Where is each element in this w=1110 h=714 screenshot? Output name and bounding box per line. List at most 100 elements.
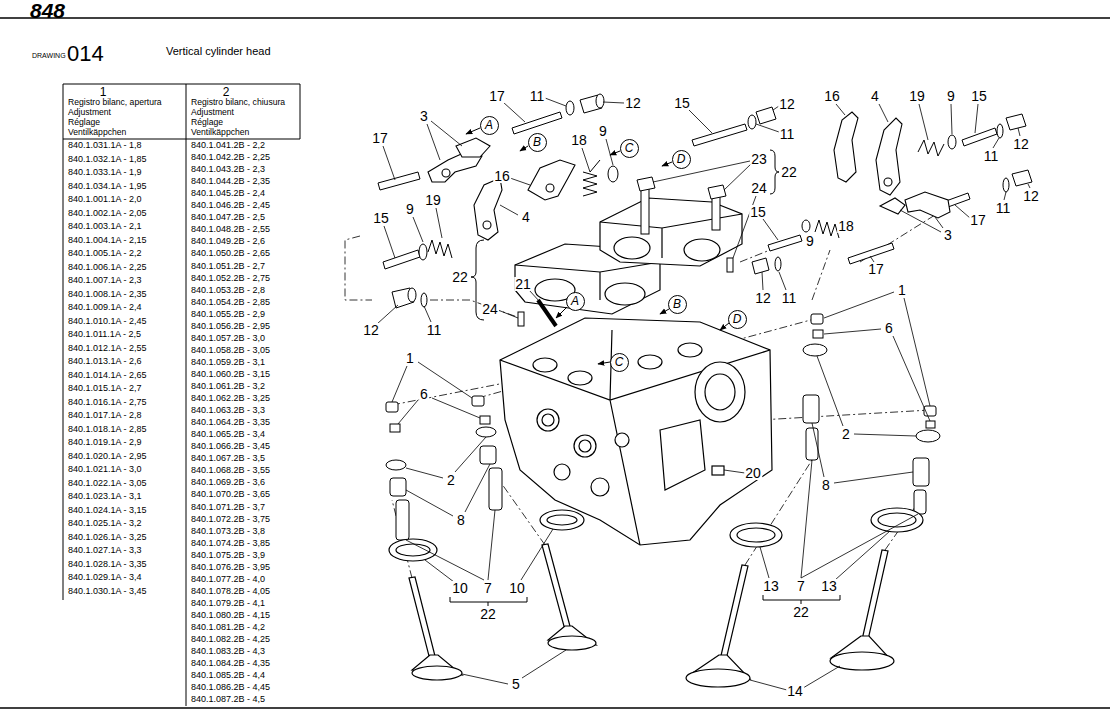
table-rule: [63, 139, 300, 140]
table-cell: 840.1.061.2B - 3,2: [191, 381, 265, 392]
bolt: [637, 177, 655, 191]
leader-line: [503, 98, 779, 185]
table-cell: 840.1.012.1A - 2,55: [68, 343, 147, 354]
valve-parts: [476, 427, 496, 437]
table-cell: 840.1.008.1A - 2,35: [68, 289, 147, 300]
table-cell: 840.1.044.2B - 2,35: [191, 176, 270, 187]
cylinder-head: [500, 318, 772, 545]
washer-plug: [596, 94, 604, 108]
valve-parts: [390, 478, 406, 496]
cylinder-head: [537, 409, 559, 431]
valve-seat: [871, 508, 923, 532]
table-cell: 840.1.020.1A - 2,95: [68, 451, 147, 462]
callout-number: 21: [514, 277, 532, 291]
shaft: [512, 112, 562, 134]
table-rule: [300, 84, 301, 139]
shaft: [692, 124, 747, 146]
washer-plug: [392, 94, 1032, 308]
callout-number: 9: [598, 124, 608, 138]
table-cell: 840.1.006.1A - 2,25: [68, 262, 147, 273]
washer-plug: [408, 288, 416, 302]
callout-number: 7: [483, 581, 493, 595]
callout-number: 7: [796, 579, 806, 593]
callout-number: 16: [823, 89, 841, 103]
table-rule: [63, 84, 300, 706]
table-rule: [186, 84, 187, 706]
table-cell: 840.1.003.1A - 2,1: [68, 221, 142, 232]
table-cell: 840.1.067.2B - 3,5: [191, 453, 265, 464]
rocker-arm: [546, 184, 554, 192]
table-cell: 840.1.077.2B - 4,0: [191, 574, 265, 585]
callout-number: 9: [946, 89, 956, 103]
letter-arrow: [556, 307, 567, 318]
valve-parts: [913, 458, 929, 486]
letter-arrow: [598, 362, 610, 364]
callout-number: 2: [841, 427, 851, 441]
reference-letter: D: [733, 313, 742, 325]
reference-circle: C: [610, 353, 629, 372]
spring: [428, 240, 452, 258]
washer-plug: [948, 135, 956, 149]
callout-number: 8: [456, 513, 466, 527]
callout-number: 22: [451, 270, 469, 284]
column-header: Adjustment: [191, 107, 234, 118]
valve-parts: [926, 421, 935, 428]
table-cell: 840.1.023.1A - 3,1: [68, 491, 142, 502]
valve: [542, 544, 571, 630]
table-cell: 840.1.064.2B - 3,35: [191, 417, 270, 428]
callout-number: 23: [750, 152, 768, 166]
table-cell: 840.1.051.2B - 2,7: [191, 261, 265, 272]
table-cell: 840.1.002.1A - 2,05: [68, 208, 147, 219]
table-cell: 840.1.045.2B - 2,4: [191, 188, 265, 199]
callout-number: 11: [995, 201, 1012, 215]
spring: [815, 220, 839, 238]
valve-parts: [386, 314, 940, 540]
callout-number: 13: [820, 579, 838, 593]
letter-arrow: [610, 151, 620, 155]
washer-plug: [752, 258, 769, 274]
leader-line: [406, 460, 918, 582]
callout-number: 15: [673, 96, 691, 110]
shaft: [383, 250, 420, 269]
callout-number: 12: [754, 291, 772, 305]
washer-plug: [566, 101, 574, 115]
table-cell: 840.1.059.2B - 3,1: [191, 357, 265, 368]
callout-number: 12: [1012, 137, 1030, 151]
valve-parts: [813, 330, 823, 338]
table-cell: 840.1.015.1A - 2,7: [68, 383, 142, 394]
table-cell: 840.1.004.1A - 2,15: [68, 235, 147, 246]
rocker-arm: [442, 169, 450, 177]
table-cell: 840.1.016.1A - 2,75: [68, 397, 147, 408]
table-cell: 840.1.046.2B - 2,45: [191, 200, 270, 211]
valve-seat: [878, 513, 916, 527]
callout-number: 16: [493, 169, 511, 183]
rocker-arm: [474, 178, 502, 240]
column-header: Registro bilanc, chiusura: [191, 97, 285, 108]
table-cell: 840.1.052.2B - 2,75: [191, 273, 270, 284]
leader-line: [870, 210, 943, 262]
leader-line: [392, 362, 745, 516]
bracket: [770, 150, 779, 194]
reference-circle: A: [480, 116, 499, 135]
valve-parts: [803, 395, 819, 423]
rocker-arm: [880, 198, 905, 214]
drawing-number: 014: [67, 43, 104, 65]
valve: [548, 636, 596, 650]
washer-plug: [1006, 114, 1026, 130]
table-cell: 840.1.005.1A - 2,2: [68, 248, 142, 259]
valve-parts: [386, 402, 398, 412]
page-rule: [0, 17, 1110, 19]
table-cell: 840.1.071.2B - 3,7: [191, 502, 265, 513]
table-cell: 840.1.030.1A - 3,45: [68, 586, 147, 597]
washer-plug: [748, 115, 756, 129]
rocker-arm: [483, 221, 491, 229]
callout-number: 1: [405, 351, 415, 365]
table-cell: 840.1.080.2B - 4,15: [191, 610, 270, 621]
bracket: [450, 597, 527, 606]
callout-number: 14: [786, 684, 804, 698]
shaft: [962, 128, 997, 146]
bolt: [518, 177, 733, 326]
table-cell: 840.1.019.1A - 2,9: [68, 437, 142, 448]
table-cell: 840.1.050.2B - 2,65: [191, 248, 270, 259]
